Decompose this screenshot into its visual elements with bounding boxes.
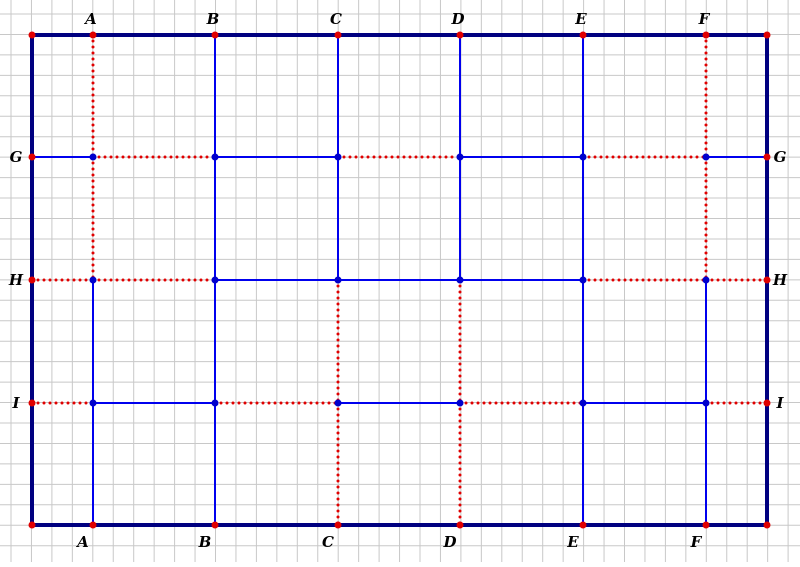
- frame-node: [28, 521, 36, 529]
- frame-node: [28, 153, 36, 161]
- row-label-right-i: I: [775, 394, 784, 412]
- interior-node: [456, 153, 464, 161]
- column-label-bottom-b: B: [198, 533, 212, 551]
- frame-node: [763, 31, 771, 39]
- frame-node: [763, 276, 771, 284]
- column-label-top-b: B: [206, 10, 220, 28]
- row-label-left-g: G: [10, 148, 23, 166]
- frame-node: [763, 153, 771, 161]
- row-label-left-i: I: [11, 394, 20, 412]
- interior-node: [702, 153, 710, 161]
- column-label-bottom-e: E: [566, 533, 579, 551]
- frame-node: [763, 521, 771, 529]
- nodes: [28, 31, 771, 529]
- segments: [30, 33, 769, 527]
- column-label-bottom-c: C: [322, 533, 334, 551]
- interior-node: [211, 276, 219, 284]
- frame-node: [28, 31, 36, 39]
- interior-node: [702, 276, 710, 284]
- interior-node: [334, 153, 342, 161]
- interior-node: [579, 153, 587, 161]
- interior-node: [334, 399, 342, 407]
- frame-node: [763, 399, 771, 407]
- frame-node: [334, 31, 342, 39]
- frame-node: [334, 521, 342, 529]
- column-label-top-e: E: [574, 10, 587, 28]
- frame-node: [89, 31, 97, 39]
- column-label-bottom-f: F: [690, 533, 703, 551]
- frame-node: [211, 31, 219, 39]
- row-label-left-h: H: [8, 271, 24, 289]
- frame-node: [579, 31, 587, 39]
- column-label-bottom-d: D: [442, 533, 456, 551]
- interior-node: [456, 276, 464, 284]
- frame-node: [28, 276, 36, 284]
- frame-node: [702, 521, 710, 529]
- frame-node: [28, 399, 36, 407]
- interior-node: [579, 276, 587, 284]
- frame-node: [702, 31, 710, 39]
- frame-node: [456, 521, 464, 529]
- column-label-bottom-a: A: [75, 533, 89, 551]
- interior-node: [89, 276, 97, 284]
- row-label-right-h: H: [772, 271, 788, 289]
- interior-node: [579, 399, 587, 407]
- interior-node: [456, 399, 464, 407]
- interior-node: [211, 153, 219, 161]
- frame-node: [456, 31, 464, 39]
- interior-node: [211, 399, 219, 407]
- column-label-top-c: C: [330, 10, 342, 28]
- column-label-top-d: D: [450, 10, 464, 28]
- interior-node: [702, 399, 710, 407]
- frame-node: [89, 521, 97, 529]
- interior-node: [334, 276, 342, 284]
- labels: A A B B C C D D E E F F G G H H I I: [8, 10, 788, 551]
- interior-node: [89, 153, 97, 161]
- frame-node: [211, 521, 219, 529]
- column-label-top-f: F: [698, 10, 711, 28]
- row-label-right-g: G: [774, 148, 787, 166]
- frame-node: [579, 521, 587, 529]
- interior-node: [89, 399, 97, 407]
- column-label-top-a: A: [83, 10, 97, 28]
